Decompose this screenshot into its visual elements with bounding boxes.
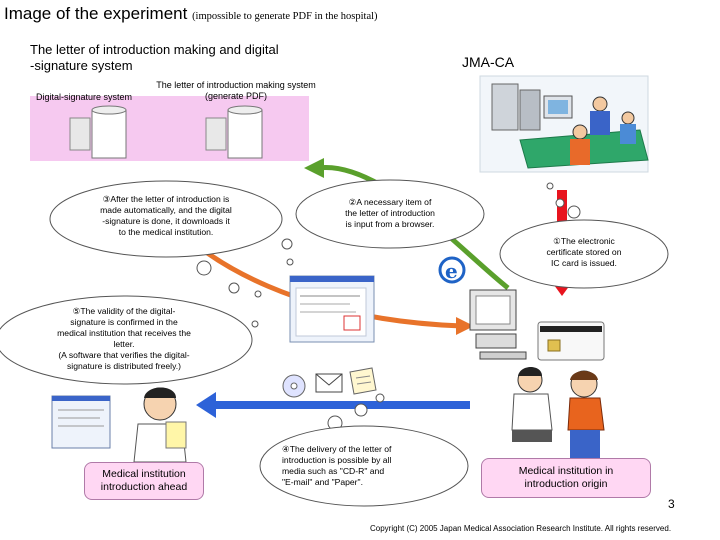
browser-icon: e [438, 256, 466, 284]
step-1-line-1: ①The electronic [553, 236, 615, 246]
step-2-line-2: the letter of introduction [345, 208, 435, 218]
document-window-icon [289, 275, 375, 343]
server-icon-2 [205, 105, 263, 159]
patient-consultation-illustration [511, 367, 605, 458]
step-4-line-1: ④The delivery of the letter of [282, 444, 392, 454]
paper-icon [349, 367, 377, 395]
step-3-line-2: made automatically, and the digital [100, 205, 232, 215]
step-1-text: ①The electronic certificate stored on IC… [522, 236, 646, 269]
ahead-line-1: Medical institution [102, 468, 186, 480]
origin-line-1: Medical institution in [518, 465, 614, 477]
system-subtitle: The letter of introduction making and di… [30, 42, 279, 74]
server-icon-1 [69, 105, 127, 159]
ic-card-icon [537, 321, 605, 361]
step-4-line-3: media such as "CD-R" and [282, 466, 385, 476]
step-5-line-1: ⑤The validity of the digital- [72, 306, 176, 316]
verification-document-icon [51, 395, 111, 449]
office-illustration [479, 75, 649, 173]
letter-system-label: The letter of introduction making system… [146, 80, 326, 102]
title-main: Image of the experiment [4, 4, 188, 23]
step-2-text: ②A necessary item of the letter of intro… [318, 197, 462, 230]
step-5-line-3: medical institution that receives the [57, 328, 191, 338]
orange-arrow-head [456, 317, 474, 335]
letter-system-line-1: The letter of introduction making system [156, 80, 316, 90]
step-5-line-5: (A software that verifies the digital- [58, 350, 190, 360]
step-4-text: ④The delivery of the letter of introduct… [282, 444, 446, 488]
ahead-line-2: introduction ahead [100, 481, 188, 493]
step-5-text: ⑤The validity of the digital- signature … [24, 306, 224, 372]
step-5-line-4: letter. [113, 339, 135, 349]
subtitle-line-2: -signature system [30, 58, 133, 73]
blue-arrow [212, 401, 470, 409]
page-number: 3 [668, 497, 675, 511]
blue-arrow-head [196, 392, 216, 418]
box-introduction-ahead: Medical institution introduction ahead [84, 462, 204, 500]
step-1-line-3: IC card is issued. [551, 258, 617, 268]
mail-icon [315, 373, 343, 393]
page-title: Image of the experiment (impossible to g… [4, 4, 378, 24]
computer-icon [469, 289, 527, 360]
jma-ca-label: JMA-CA [462, 54, 515, 70]
step-2-line-1: ②A necessary item of [348, 197, 432, 207]
svg-text:e: e [445, 259, 458, 283]
step-3-line-3: -signature is done, it downloads it [102, 216, 230, 226]
letter-system-line-2: (generate PDF) [204, 91, 268, 101]
cd-icon [282, 374, 306, 398]
step-3-line-1: ③After the letter of introduction is [102, 194, 230, 204]
origin-line-2: introduction origin [524, 478, 608, 490]
step-4-line-4: "E-mail" and "Paper". [282, 477, 363, 487]
doctor-illustration [133, 387, 187, 463]
green-arrow-head [304, 158, 324, 178]
clouds [0, 179, 669, 507]
step-1-line-2: certificate stored on [546, 247, 622, 257]
digital-signature-label: Digital-signature system [36, 92, 133, 102]
step-3-text: ③After the letter of introduction is mad… [56, 194, 276, 238]
step-4-line-2: introduction is possible by all [282, 455, 392, 465]
step-3-line-4: to the medical institution. [118, 227, 214, 237]
title-sub: (impossible to generate PDF in the hospi… [192, 11, 378, 22]
step-2-line-3: is input from a browser. [345, 219, 435, 229]
box-introduction-origin: Medical institution in introduction orig… [481, 458, 651, 498]
step-5-line-2: signature is confirmed in the [70, 317, 178, 327]
subtitle-line-1: The letter of introduction making and di… [30, 42, 279, 57]
step-5-line-6: signature is distributed freely.) [67, 361, 181, 371]
copyright-notice: Copyright (C) 2005 Japan Medical Associa… [370, 524, 672, 533]
